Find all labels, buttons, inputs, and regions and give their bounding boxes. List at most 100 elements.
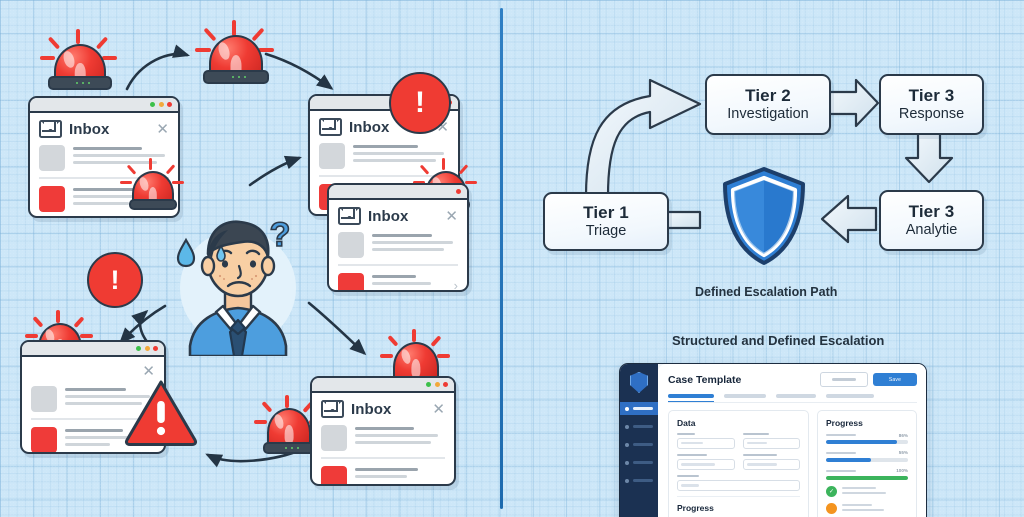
text-input[interactable] <box>677 437 735 449</box>
window-traffic-lights <box>456 188 461 194</box>
window-titlebar <box>312 378 454 393</box>
form-field-name[interactable] <box>677 432 735 449</box>
divider <box>338 264 458 266</box>
tier-box-tier3-analytie[interactable]: Tier 3 Analytie <box>879 190 984 251</box>
alert-badge: ! <box>87 252 143 308</box>
list-item[interactable] <box>39 185 169 212</box>
caption-structured-escalation: Structured and Defined Escalation <box>672 333 885 348</box>
list-thumbnail <box>338 232 364 258</box>
form-field-assignee[interactable] <box>677 474 800 491</box>
chevron-right-icon: › <box>453 277 458 292</box>
list-thumbnail <box>338 272 364 290</box>
list-item[interactable] <box>31 386 155 412</box>
text-input[interactable] <box>677 479 800 491</box>
list-thumbnail <box>39 185 65 212</box>
list-thumbnail <box>321 465 347 484</box>
window-titlebar <box>329 185 467 200</box>
divider <box>321 457 445 459</box>
form-field-case-name[interactable] <box>677 453 735 470</box>
text-input[interactable] <box>677 458 735 470</box>
form-field-association[interactable] <box>742 453 800 470</box>
dashboard-tabs[interactable] <box>668 394 917 403</box>
list-item[interactable]: › <box>338 272 458 292</box>
data-form-card: Data <box>668 409 809 517</box>
sidebar-item-4[interactable] <box>620 456 658 469</box>
sidebar-item-3[interactable] <box>620 438 658 451</box>
case-template-dashboard[interactable]: Case Template Save Data <box>619 363 927 517</box>
inbox-label: Inbox <box>351 400 392 418</box>
panel-divider <box>500 8 503 509</box>
progress-percent: 100% <box>896 468 908 474</box>
progress-track <box>826 440 908 445</box>
sidebar-item-2[interactable] <box>620 420 658 433</box>
divider <box>39 177 169 179</box>
inbox-window[interactable]: Inbox ✕ <box>310 376 456 486</box>
field-label <box>677 432 695 436</box>
tier-title: Tier 1 <box>583 202 629 222</box>
page-title: Case Template <box>668 373 742 386</box>
sidebar-item-5[interactable] <box>620 474 658 487</box>
window-traffic-lights <box>426 381 448 387</box>
section-heading-data: Data <box>677 417 696 428</box>
inbox-window[interactable]: ✕ <box>20 340 166 454</box>
nav-dot-icon <box>625 406 629 411</box>
alert-badge: ! <box>389 72 451 134</box>
question-mark: ? <box>270 216 291 254</box>
list-item[interactable] <box>321 425 445 451</box>
list-item[interactable] <box>39 145 169 171</box>
field-label <box>742 453 777 457</box>
envelope-icon <box>319 118 342 136</box>
envelope-icon <box>321 400 344 418</box>
tier-box-tier2[interactable]: Tier 2 Investigation <box>705 74 831 135</box>
close-icon[interactable]: ✕ <box>156 120 169 138</box>
alert-siren <box>195 20 274 84</box>
tab-2[interactable] <box>724 394 766 398</box>
progress-item: 86% <box>826 433 908 445</box>
inbox-label: Inbox <box>349 118 390 136</box>
shield-icon <box>720 166 808 266</box>
nav-dot-icon <box>625 460 629 465</box>
text-input[interactable] <box>742 437 800 449</box>
close-icon[interactable]: ✕ <box>142 363 155 380</box>
list-thumbnail <box>31 426 57 452</box>
dashboard-main: Case Template Save Data <box>658 364 926 517</box>
shield-logo-icon <box>630 372 648 393</box>
nav-dot-icon <box>625 478 629 483</box>
close-icon[interactable]: ✕ <box>445 207 458 225</box>
tier-subtitle: Response <box>898 105 965 122</box>
tier-title: Tier 2 <box>745 85 791 105</box>
sidebar-item-1[interactable] <box>620 402 658 415</box>
list-item[interactable] <box>338 232 458 258</box>
secondary-button[interactable] <box>820 372 868 387</box>
window-traffic-lights <box>150 101 172 107</box>
caption-escalation-path: Defined Escalation Path <box>695 285 838 299</box>
tier-subtitle: Investigation <box>727 105 809 122</box>
field-label <box>677 453 707 457</box>
tab-3[interactable] <box>776 394 816 398</box>
field-label <box>677 474 699 478</box>
stressed-analyst-illustration: ? <box>168 196 308 358</box>
dashboard-sidebar[interactable] <box>620 364 658 517</box>
tier-box-tier3-response[interactable]: Tier 3 Response <box>879 74 984 135</box>
list-item[interactable] <box>31 426 155 452</box>
text-input[interactable] <box>742 458 800 470</box>
close-icon[interactable]: ✕ <box>432 400 445 418</box>
list-item[interactable] <box>319 143 449 169</box>
form-field-last-name[interactable] <box>742 432 800 449</box>
field-label <box>742 432 769 436</box>
tier-box-tier1[interactable]: Tier 1 Triage <box>543 192 669 251</box>
tier-subtitle: Triage <box>585 222 627 239</box>
list-thumbnail <box>39 145 65 171</box>
alert-siren <box>40 29 118 90</box>
tab-4[interactable] <box>826 394 874 398</box>
tab-1[interactable] <box>668 394 714 402</box>
status-item: ✓ <box>826 486 908 498</box>
list-item[interactable] <box>321 465 445 484</box>
divider <box>31 418 155 420</box>
alert-glyph: ! <box>110 264 120 295</box>
save-button[interactable]: Save <box>873 373 917 386</box>
inbox-window[interactable]: Inbox ✕ › <box>327 183 469 292</box>
warning-icon <box>826 503 837 515</box>
window-traffic-lights <box>136 345 158 351</box>
